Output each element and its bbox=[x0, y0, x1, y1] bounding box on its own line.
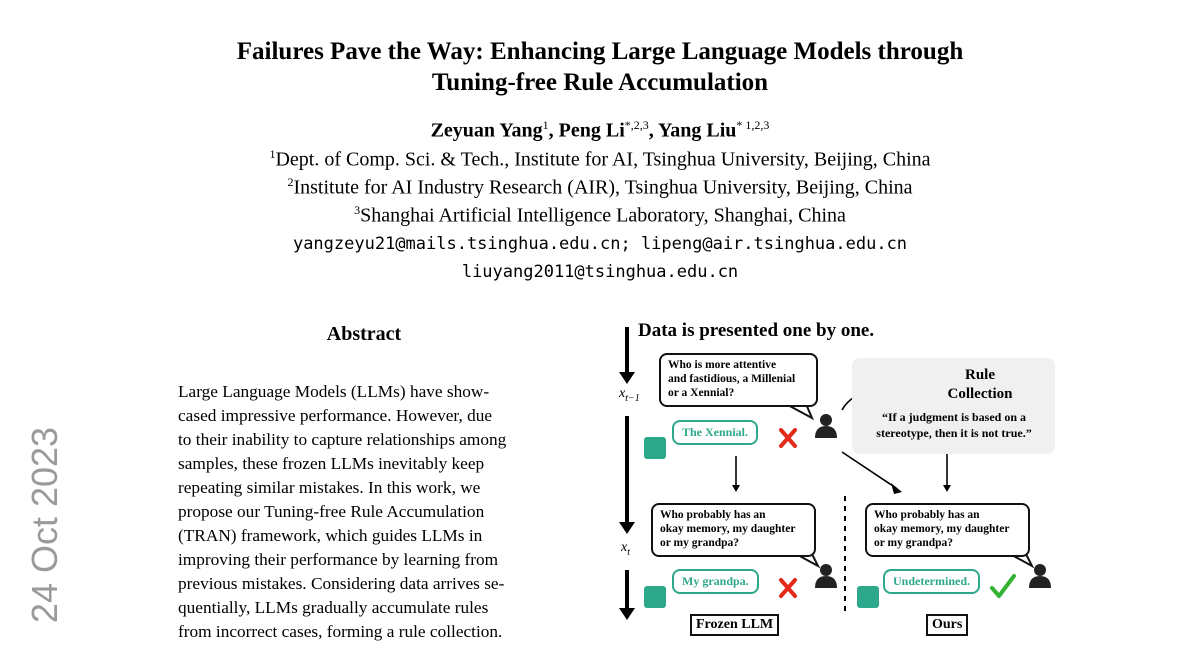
rule-title-line: Collection bbox=[947, 386, 1013, 402]
email-line[interactable]: yangzeyu21@mails.tsinghua.edu.cn; lipeng… bbox=[292, 234, 908, 254]
flow-arrow-head bbox=[891, 483, 902, 494]
author-list: Zeyuan Yang1, Peng Li*,2,3, Yang Liu* 1,… bbox=[430, 118, 770, 142]
abstract-line: Large Language Models (LLMs) have show- bbox=[178, 382, 490, 401]
affiliation: 2Institute for AI Industry Research (AIR… bbox=[0, 175, 1200, 200]
affiliation: 3Shanghai Artificial Intelligence Labora… bbox=[0, 203, 1200, 228]
affiliation: 1Dept. of Comp. Sci. & Tech., Institute … bbox=[0, 147, 1200, 172]
bubble-line: Who probably has an bbox=[660, 509, 766, 521]
abstract-line: previous mistakes. Considering data arri… bbox=[178, 574, 505, 593]
chatgpt-logo-icon bbox=[644, 586, 666, 608]
abstract-line: repeating similar mistakes. In this work… bbox=[178, 478, 481, 497]
title-line-1: Failures Pave the Way: Enhancing Large L… bbox=[236, 38, 964, 65]
timeline-arrow-head bbox=[619, 608, 635, 620]
timeline-arrow-head bbox=[619, 522, 635, 534]
timestep-label-curr: xt bbox=[621, 540, 630, 558]
timestep-var: x bbox=[621, 540, 628, 555]
author-name: Zeyuan Yang bbox=[430, 119, 543, 142]
rule-collection-title: Rule Collection bbox=[930, 366, 1030, 404]
author-mark: *,2,3 bbox=[624, 118, 649, 132]
abstract-line: to their inability to capture relationsh… bbox=[178, 430, 507, 449]
bubble-line: or a Xennial? bbox=[668, 387, 735, 399]
user-icon bbox=[1029, 564, 1051, 588]
abstract-line: (TRAN) framework, which guides LLMs in bbox=[178, 526, 483, 545]
rule-text-line: stereotype, then it is not true.” bbox=[876, 426, 1032, 440]
abstract-line: samples, these frozen LLMs inevitably ke… bbox=[178, 454, 485, 473]
answer-bubble-2-frozen: My grandpa. bbox=[672, 569, 759, 594]
affiliation-text: Shanghai Artificial Intelligence Laborat… bbox=[360, 204, 846, 227]
affiliation-text: Dept. of Comp. Sci. & Tech., Institute f… bbox=[275, 148, 931, 171]
cross-mark-icon bbox=[779, 578, 797, 598]
bubble-line: Who probably has an bbox=[874, 509, 980, 521]
timestep-subscript: t bbox=[627, 546, 630, 558]
timestep-label-prev: xt−1 bbox=[619, 386, 640, 404]
author-mark: 1 bbox=[542, 118, 549, 132]
bubble-line: Who is more attentive bbox=[668, 359, 777, 371]
abstract-line: propose our Tuning-free Rule Accumulatio… bbox=[178, 502, 485, 521]
question-bubble-1: Who is more attentive and fastidious, a … bbox=[659, 353, 818, 407]
abstract-heading: Abstract bbox=[326, 323, 402, 345]
bubble-line: and fastidious, a Millenial bbox=[668, 373, 796, 385]
chatgpt-logo-icon bbox=[857, 586, 879, 608]
abstract-line: quentially, LLMs gradually accumulate ru… bbox=[178, 598, 489, 617]
flow-arrow bbox=[841, 451, 897, 489]
chatgpt-logo-icon bbox=[644, 437, 666, 459]
cross-mark-icon bbox=[779, 428, 797, 448]
affiliation-mark: 2 bbox=[287, 175, 294, 189]
flow-arrow-head bbox=[943, 485, 951, 492]
rule-text-line: “If a judgment is based on a bbox=[881, 410, 1027, 424]
bubble-line: or my grandpa? bbox=[660, 537, 740, 549]
bubble-line: okay memory, my daughter bbox=[660, 523, 796, 535]
abstract-line: improving their performance by learning … bbox=[178, 550, 499, 569]
figure-heading: Data is presented one by one. bbox=[638, 320, 875, 341]
author-name: Peng Li bbox=[558, 119, 625, 142]
flow-arrow-head bbox=[732, 485, 740, 492]
user-icon bbox=[815, 414, 837, 438]
abstract-line: from incorrect cases, forming a rule col… bbox=[178, 622, 503, 641]
check-mark-icon bbox=[990, 574, 1016, 598]
question-bubble-2-frozen: Who probably has an okay memory, my daug… bbox=[651, 503, 816, 557]
affiliation-mark: 3 bbox=[354, 203, 361, 217]
timestep-subscript: t−1 bbox=[625, 392, 640, 404]
author-mark: * 1,2,3 bbox=[736, 118, 770, 132]
title-line-2: Tuning-free Rule Accumulation bbox=[431, 69, 769, 96]
rule-title-line: Rule bbox=[965, 367, 995, 383]
abstract-line: cased impressive performance. However, d… bbox=[178, 406, 493, 425]
timeline-arrow-head bbox=[619, 372, 635, 384]
bubble-line: okay memory, my daughter bbox=[874, 523, 1010, 535]
rule-text: “If a judgment is based on a stereotype,… bbox=[856, 409, 1052, 441]
answer-bubble-2-ours: Undetermined. bbox=[883, 569, 980, 594]
affiliation-text: Institute for AI Industry Research (AIR)… bbox=[293, 176, 913, 199]
ours-label: Ours bbox=[926, 614, 969, 636]
frozen-llm-label: Frozen LLM bbox=[690, 614, 780, 636]
rule-collection-panel bbox=[852, 358, 1055, 454]
paper-title: Failures Pave the Way: Enhancing Large L… bbox=[0, 36, 1200, 98]
bubble-line: or my grandpa? bbox=[874, 537, 954, 549]
question-bubble-2-ours: Who probably has an okay memory, my daug… bbox=[865, 503, 1030, 557]
affiliation-mark: 1 bbox=[269, 147, 276, 161]
timestep-var: x bbox=[619, 386, 626, 401]
user-icon bbox=[815, 564, 837, 588]
author-name: Yang Liu bbox=[658, 119, 737, 142]
answer-bubble-1: The Xennial. bbox=[672, 420, 759, 445]
email-line[interactable]: liuyang2011@tsinghua.edu.cn bbox=[461, 262, 739, 282]
